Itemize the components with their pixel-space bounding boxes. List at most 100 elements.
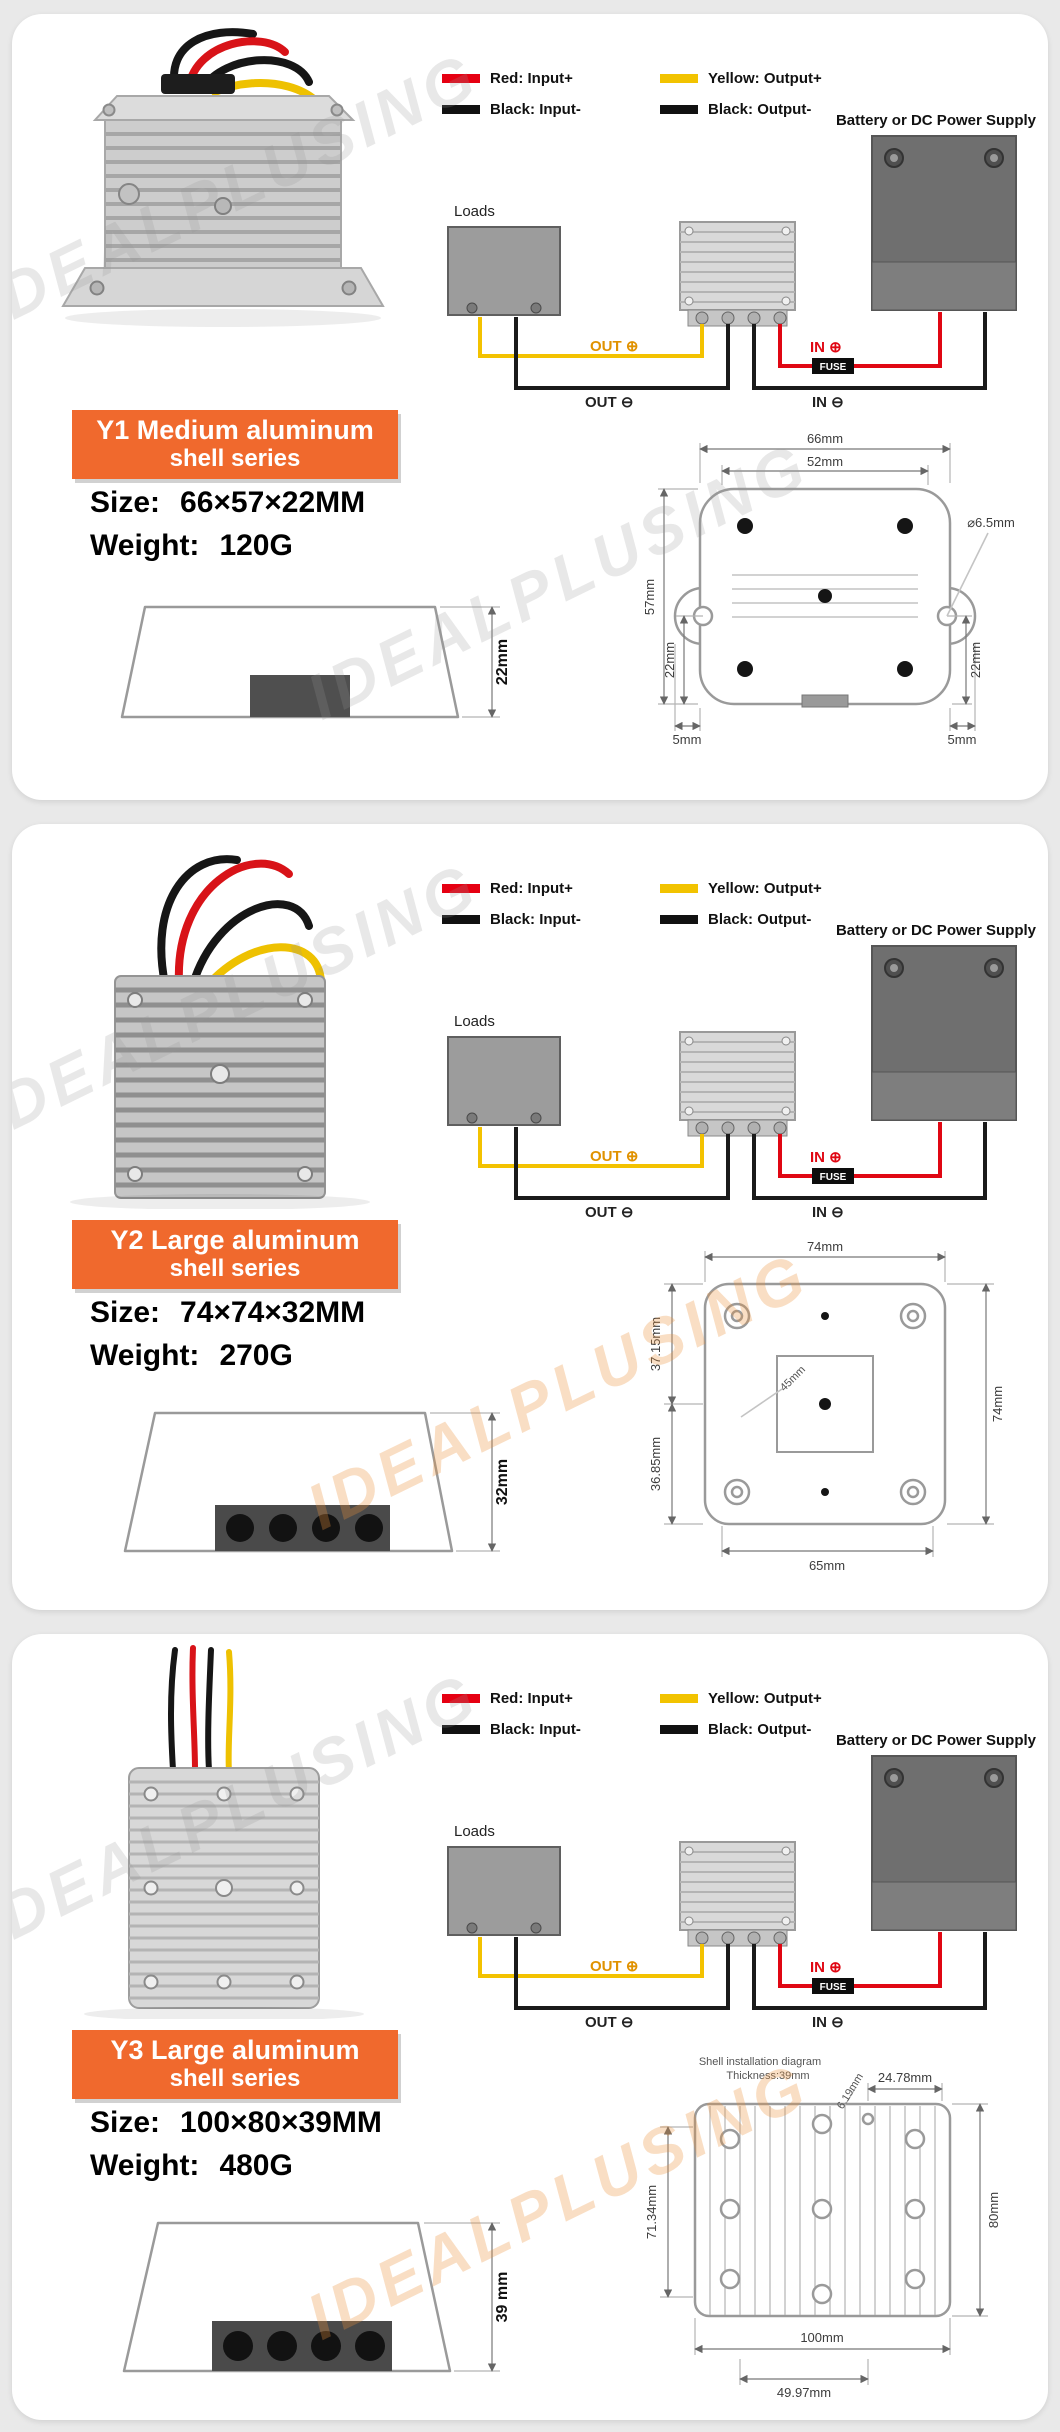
screw: [297, 992, 313, 1008]
side-profile-drawing: 22mm: [120, 605, 511, 719]
black-swatch: [660, 1725, 698, 1734]
in-minus-label: IN ⊖: [812, 1204, 844, 1221]
screw: [89, 280, 105, 296]
wire-yellow-output: [478, 1937, 704, 1978]
screw: [466, 302, 478, 314]
drawing-title-line2: Thickness:39mm: [726, 2070, 809, 2082]
legend-label: Black: Input-: [490, 101, 581, 118]
connector-hole: [355, 1514, 383, 1542]
product-card-y1: Red: Input+ Black: Input- Yellow: Output…: [12, 14, 1048, 800]
series-banner: Y3 Large aluminum shell series: [72, 2030, 398, 2099]
legend-label: Black: Output-: [708, 911, 812, 928]
screw: [118, 183, 140, 205]
legend-label: Yellow: Output+: [708, 880, 822, 897]
legend-label: Red: Input+: [490, 1690, 573, 1707]
spec-block: Size: 74×74×32MM Weight: 270G: [90, 1296, 365, 1382]
mount-hole: [730, 1485, 744, 1499]
screw: [530, 1112, 542, 1124]
in-plus-label: IN ⊕: [810, 339, 842, 356]
screw-dot: [818, 589, 832, 603]
dim-left-lower: 36.85mm: [648, 1437, 663, 1491]
wire-yellow-output: [478, 317, 704, 358]
dimension-drawing: Shell installation diagram Thickness:39m…: [644, 2056, 1001, 2400]
height-dimension: 32mm: [494, 1459, 511, 1505]
legend-black-input: Black: Input-: [442, 1721, 660, 1738]
dim-right-lower: 22mm: [968, 642, 983, 678]
loads-box: [447, 226, 561, 316]
legend-label: Yellow: Output+: [708, 70, 822, 87]
out-minus-label: OUT ⊖: [585, 1204, 633, 1221]
wire-black-output: [514, 1937, 730, 2010]
wire-black-input: [752, 312, 987, 390]
legend-label: Yellow: Output+: [708, 1690, 822, 1707]
mount-hole: [906, 1485, 920, 1499]
size-label: Size:: [90, 1296, 161, 1329]
dim-left-height: 57mm: [642, 579, 657, 615]
size-value: 66×57×22MM: [180, 486, 366, 519]
fuse-label: FUSE: [820, 362, 847, 373]
dim-bottom: 65mm: [809, 1558, 845, 1573]
dim-right: 74mm: [990, 1386, 1005, 1422]
side-profile-drawing: 32mm: [123, 1411, 511, 1553]
wire-yellow-output: [478, 1127, 704, 1168]
terminal-block: [161, 74, 235, 94]
out-plus-label: OUT ⊕: [590, 1958, 638, 1975]
series-title-line2: shell series: [169, 445, 301, 472]
in-plus-label: IN ⊕: [810, 1149, 842, 1166]
screw-dot: [897, 518, 913, 534]
screw-dot: [821, 1488, 829, 1496]
screw: [530, 1922, 542, 1934]
height-dimension: 22mm: [494, 639, 511, 685]
loads-label: Loads: [454, 203, 495, 220]
product-card-y2: Red: Input+ Black: Input- Yellow: Output…: [12, 824, 1048, 1610]
legend-black-output: Black: Output-: [660, 1721, 822, 1738]
screw-dot: [737, 661, 753, 677]
dim-top-inner: 52mm: [807, 454, 843, 469]
connector-hole: [312, 1514, 340, 1542]
wire-black-output: [514, 317, 730, 390]
product-photo-y2: [70, 855, 370, 1209]
size-row: Size: 100×80×39MM: [90, 2106, 382, 2140]
heatsink-body: [114, 975, 326, 1199]
screw: [143, 1880, 159, 1896]
in-minus-label: IN ⊖: [812, 2014, 844, 2031]
legend-black-output: Black: Output-: [660, 911, 822, 928]
loads-box: [447, 1036, 561, 1126]
wire-red-input: [778, 1932, 942, 1988]
out-minus-label: OUT ⊖: [585, 394, 633, 411]
legend-input-column: Red: Input+ Black: Input-: [442, 1690, 660, 1738]
connector-hole: [269, 1514, 297, 1542]
mount-hole: [730, 1309, 744, 1323]
weight-value: 270G: [219, 1339, 293, 1372]
screw: [530, 302, 542, 314]
dim-left-lower: 22mm: [662, 642, 677, 678]
size-label: Size:: [90, 486, 161, 519]
dimension-drawing: 66mm 52mm 57mm 22mm 22mm 5mm 5mm ⌀6.5mm: [642, 431, 1015, 747]
series-title-line1: Y2 Large aluminum: [110, 1225, 360, 1255]
screw-dot: [821, 1312, 829, 1320]
legend-black-output: Black: Output-: [660, 101, 822, 118]
size-value: 100×80×39MM: [180, 2106, 382, 2139]
dimension-drawing: 45mm 74mm 74mm 37.15mm 36.85mm 65mm: [648, 1239, 1005, 1573]
legend-red-input: Red: Input+: [442, 1690, 660, 1707]
screw: [215, 1879, 233, 1897]
series-title-line1: Y3 Large aluminum: [110, 2035, 360, 2065]
dim-bottom-left: 5mm: [673, 732, 702, 747]
legend-yellow-output: Yellow: Output+: [660, 70, 822, 87]
black-swatch: [442, 915, 480, 924]
weight-row: Weight: 120G: [90, 529, 365, 563]
wire-color-legend: Red: Input+ Black: Input- Yellow: Output…: [442, 70, 822, 118]
legend-output-column: Yellow: Output+ Black: Output-: [660, 880, 822, 928]
screw: [214, 197, 232, 215]
red-swatch: [442, 1694, 480, 1703]
screw: [289, 1786, 305, 1802]
screw: [127, 1166, 143, 1182]
legend-black-input: Black: Input-: [442, 911, 660, 928]
wire-color-legend: Red: Input+ Black: Input- Yellow: Output…: [442, 1690, 822, 1738]
product-photo-y1: [61, 28, 385, 327]
yellow-swatch: [660, 1694, 698, 1703]
weight-label: Weight:: [90, 2149, 200, 2182]
dim-bottom-right: 5mm: [948, 732, 977, 747]
wire-red-input: [778, 1122, 942, 1178]
loads-label: Loads: [454, 1823, 495, 1840]
